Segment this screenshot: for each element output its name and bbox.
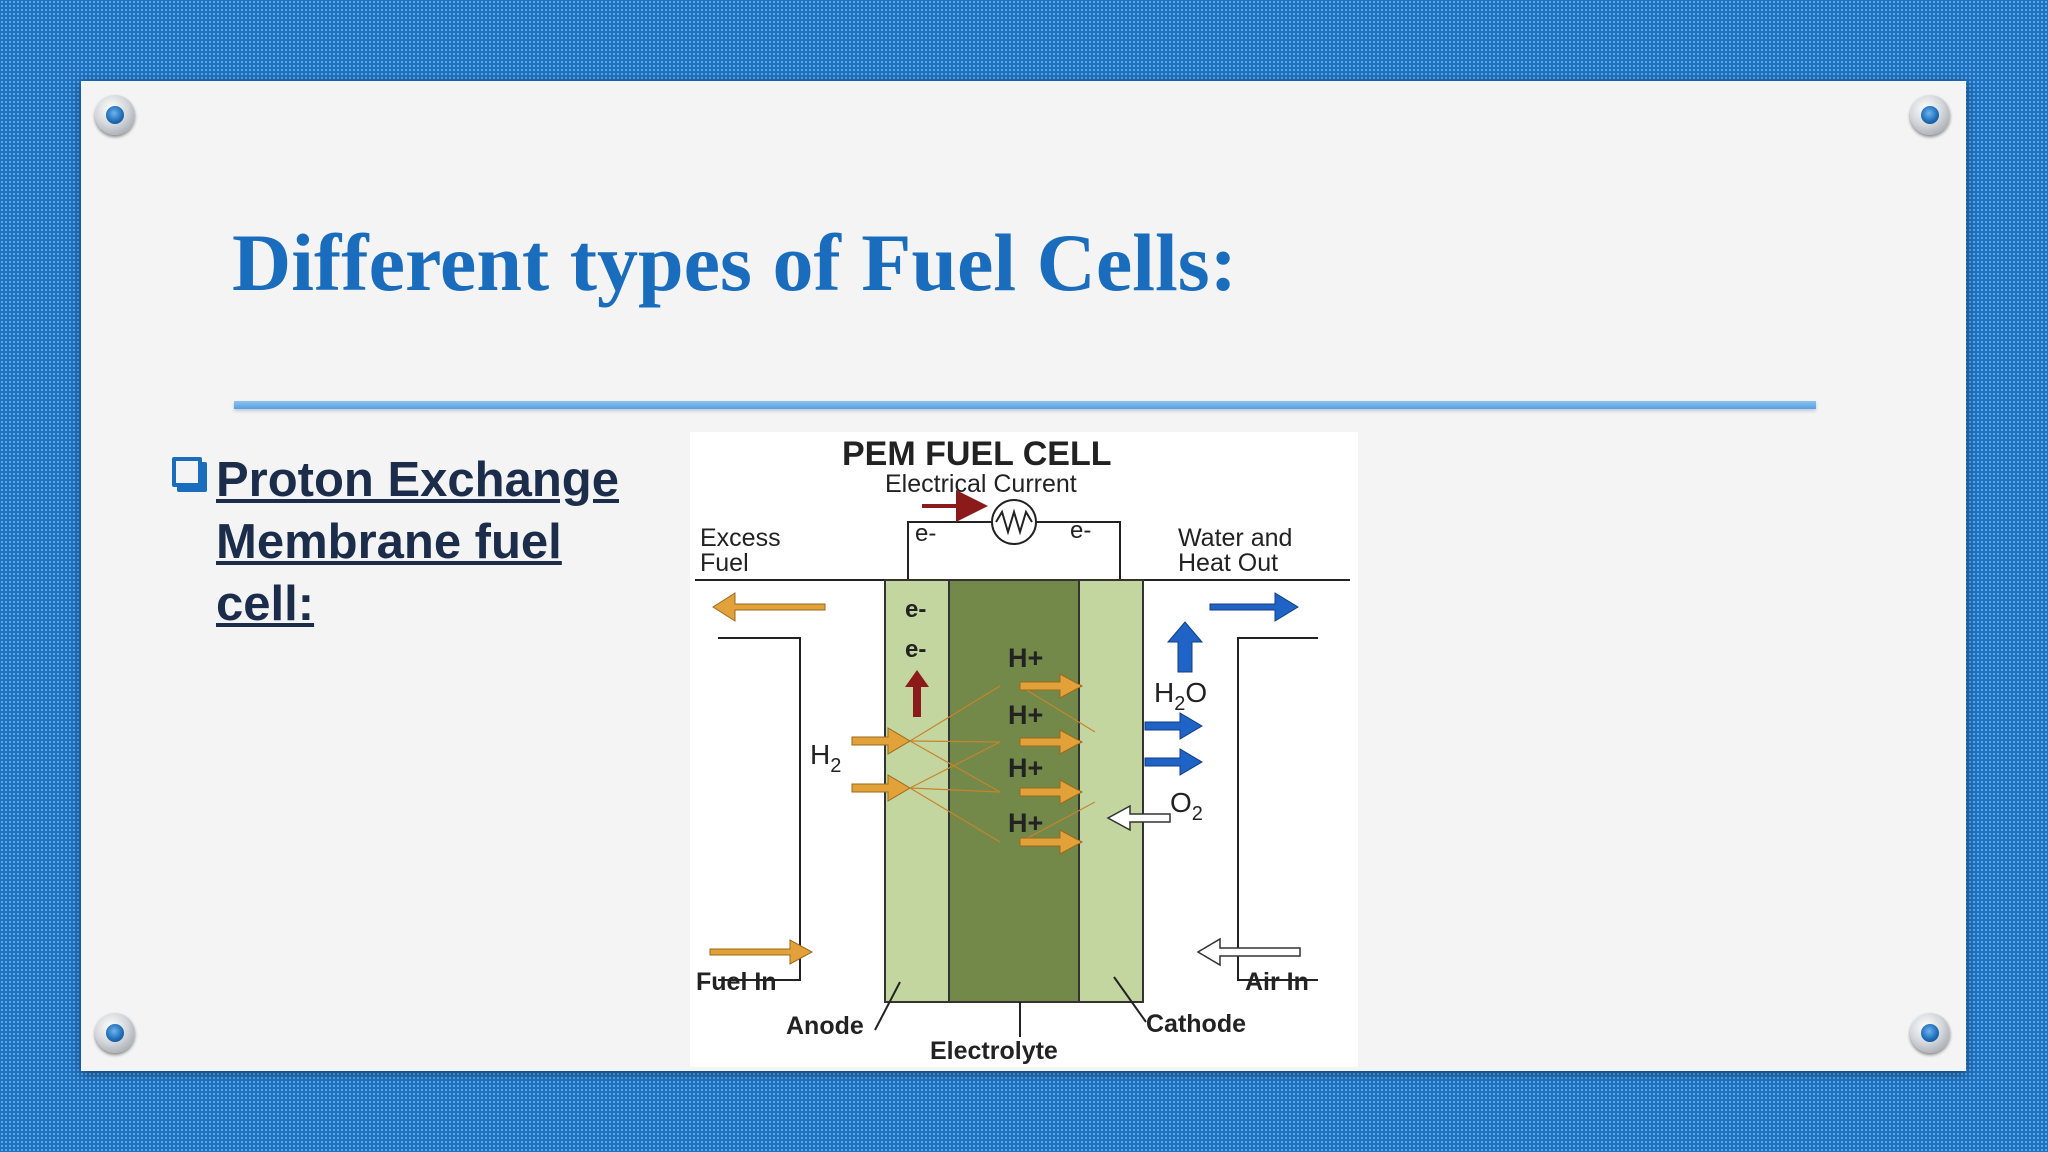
h2-arrow-icon-1 xyxy=(851,727,911,755)
resistor-zigzag-icon xyxy=(995,508,1033,536)
bullet-text: Proton Exchange Membrane fuel cell: xyxy=(216,453,619,631)
proton-arrow-icon-4 xyxy=(1019,829,1084,855)
current-label: Electrical Current xyxy=(885,470,1077,498)
electron-right-label: e- xyxy=(1070,517,1091,544)
checkbox-bullet-icon xyxy=(172,457,202,487)
anode-label: Anode xyxy=(786,1012,864,1040)
proton-arrow-icon-3 xyxy=(1019,779,1084,805)
load-icon xyxy=(991,499,1037,545)
proton-label-4: H+ xyxy=(1008,808,1043,838)
air-in-arrow-icon xyxy=(1196,937,1301,967)
excess-fuel-arrow-icon xyxy=(712,592,826,622)
pem-diagram-svg: PEM FUEL CELL Electrical Current e- e- E… xyxy=(695,435,1350,1065)
electron-left-label: e- xyxy=(915,520,936,547)
water-arrow-icon-1 xyxy=(1144,712,1203,740)
fuel-channel xyxy=(718,637,801,981)
proton-label-3: H+ xyxy=(1008,753,1043,783)
rivet-bottom-right-icon xyxy=(1910,1013,1950,1053)
cathode-label: Cathode xyxy=(1146,1010,1246,1038)
fuel-in-label: Fuel In xyxy=(696,968,777,996)
electron-up-arrow-icon xyxy=(905,670,929,717)
h2-label: H2 xyxy=(810,739,841,777)
o2-arrow-icon xyxy=(1106,804,1171,832)
pem-fuel-cell-diagram: PEM FUEL CELL Electrical Current e- e- E… xyxy=(690,432,1358,1067)
water-out-arrow-icon xyxy=(1209,592,1299,622)
cathode-layer xyxy=(1078,579,1144,1003)
air-channel xyxy=(1237,637,1318,981)
h2o-label: H2O xyxy=(1154,677,1207,715)
title-divider xyxy=(234,401,1816,409)
o2-label: O2 xyxy=(1170,787,1203,825)
cathode-leader xyxy=(1113,976,1147,1023)
proton-arrow-icon-1 xyxy=(1019,673,1084,699)
slide-title: Different types of Fuel Cells: xyxy=(232,217,1238,308)
fuel-in-arrow-icon xyxy=(709,939,814,965)
proton-arrow-icon-2 xyxy=(1019,729,1084,755)
electrolyte-label: Electrolyte xyxy=(930,1037,1058,1065)
anode-electron-2: e- xyxy=(905,636,926,663)
water-heat-label-1: Water and xyxy=(1178,524,1292,552)
air-in-label: Air In xyxy=(1245,968,1309,996)
rivet-top-right-icon xyxy=(1910,95,1950,135)
rivet-top-left-icon xyxy=(95,95,135,135)
excess-fuel-label-1: Excess xyxy=(700,524,781,552)
h2-arrow-icon-2 xyxy=(851,774,911,802)
proton-label-2: H+ xyxy=(1008,700,1043,730)
excess-fuel-label-2: Fuel xyxy=(700,549,749,577)
diagram-title: PEM FUEL CELL xyxy=(842,435,1112,473)
anode-leader xyxy=(874,981,901,1031)
water-up-arrow-icon xyxy=(1166,621,1204,673)
reaction-fan-lines xyxy=(909,685,1096,843)
anode-electron-1: e- xyxy=(905,596,926,623)
rivet-bottom-left-icon xyxy=(95,1013,135,1053)
water-heat-label-2: Heat Out xyxy=(1178,549,1278,577)
proton-label-1: H+ xyxy=(1008,643,1043,673)
water-arrow-icon-2 xyxy=(1144,748,1203,776)
